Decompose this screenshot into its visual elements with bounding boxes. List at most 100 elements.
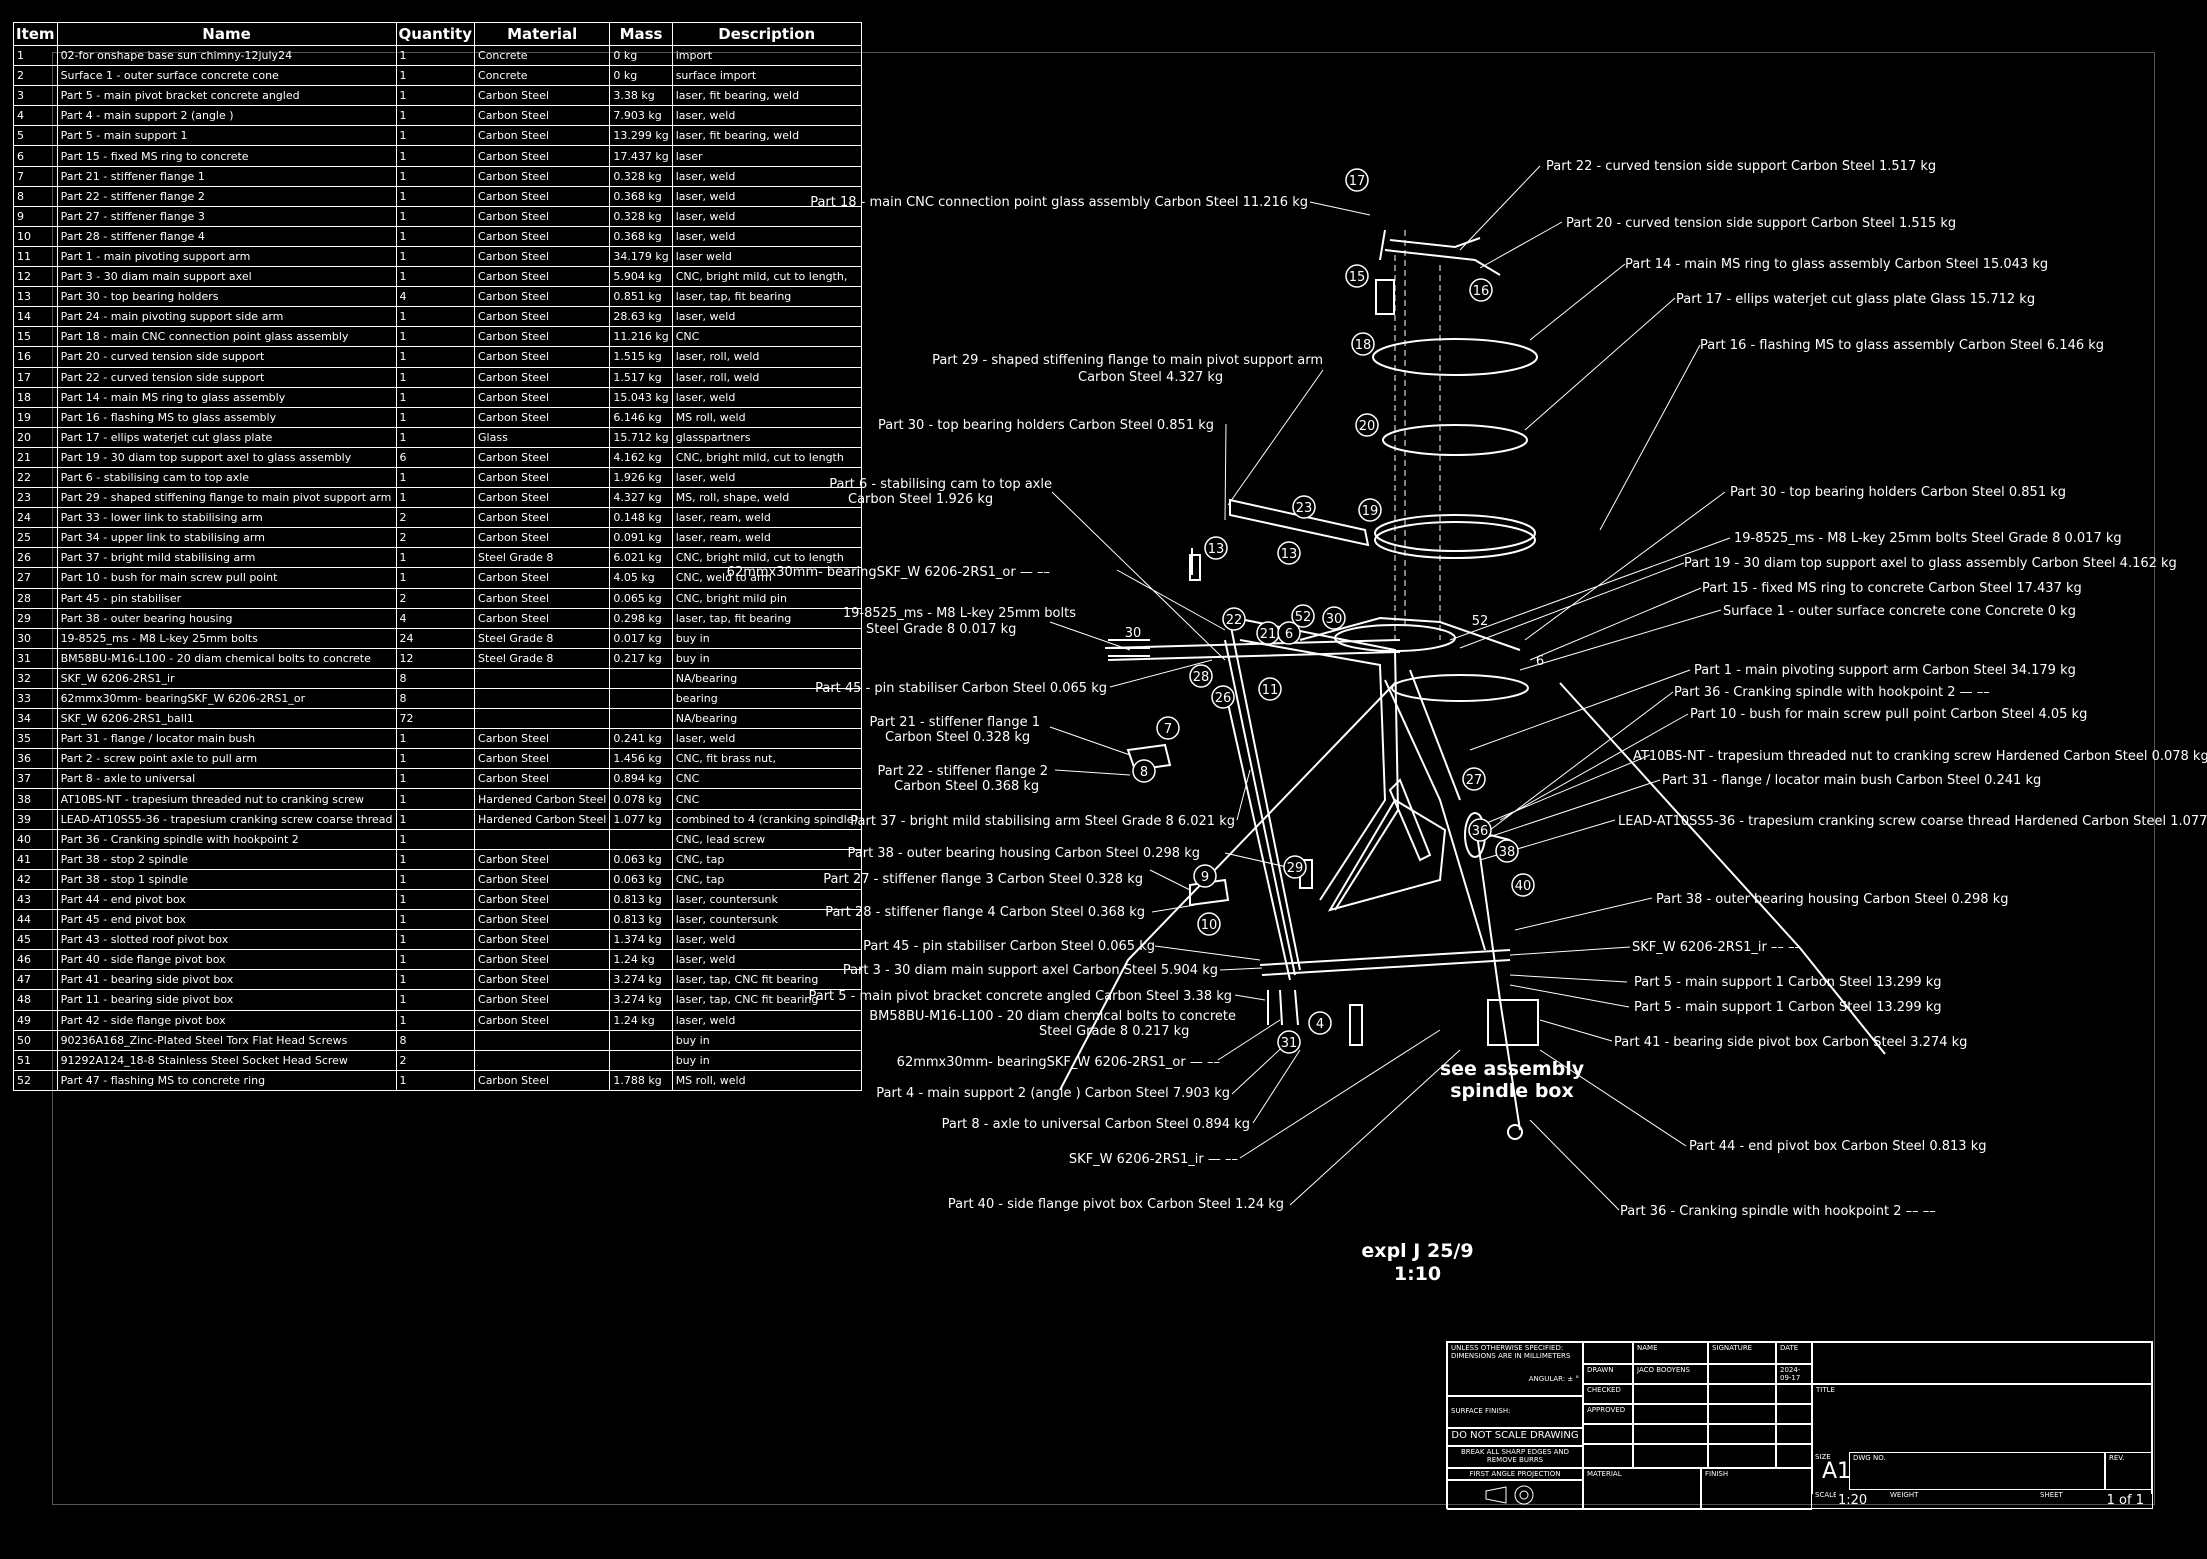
- callout-label-right: Part 36 - Cranking spindle with hookpoin…: [1620, 1204, 1936, 1219]
- callout-label-right: Part 10 - bush for main screw pull point…: [1690, 707, 2087, 722]
- bom-cell: 0.813 kg: [609, 909, 673, 931]
- balloon-number: 28: [1193, 670, 1210, 685]
- tb-checked-name: [1633, 1384, 1708, 1404]
- tb-grid-c: [1708, 1424, 1776, 1444]
- callout-label-right: Part 1 - main pivoting support arm Carbo…: [1694, 663, 2076, 678]
- tb-material: MATERIAL: [1583, 1468, 1701, 1510]
- tb-grid-b: [1633, 1424, 1708, 1444]
- bom-cell: CNC: [671, 788, 862, 810]
- callout-label-left: Part 28 - stiffener flange 4 Carbon Stee…: [825, 905, 1145, 920]
- bom-cell: 1: [395, 1069, 476, 1091]
- item-balloon: 40: [1511, 873, 1535, 897]
- bom-cell: Part 24 - main pivoting support side arm: [56, 306, 397, 328]
- bom-cell: laser, tap, fit bearing: [671, 286, 862, 308]
- balloon-number: 6: [1536, 654, 1544, 669]
- callout-label-right: Part 19 - 30 diam top support axel to gl…: [1684, 556, 2177, 571]
- glass-ring-18: [1372, 338, 1538, 376]
- callout-label-right: Part 17 - ellips waterjet cut glass plat…: [1676, 292, 2035, 307]
- balloon-circle: [1283, 855, 1307, 879]
- callout-label-left: 62mmx30mm- bearingSKF_W 6206-2RS1_or — –…: [727, 565, 1050, 580]
- bom-cell: Carbon Steel: [474, 909, 611, 931]
- balloon-number: 36: [1472, 824, 1489, 839]
- bom-cell: 15: [13, 326, 58, 348]
- item-balloon: 18: [1351, 332, 1375, 356]
- main-support-axel-3: [1259, 949, 1511, 976]
- tb-drawn: DRAWN: [1583, 1364, 1633, 1384]
- bom-cell: Part 21 - stiffener flange 1: [56, 165, 397, 187]
- balloon-number: 10: [1201, 918, 1218, 933]
- bom-cell: 36: [13, 748, 58, 770]
- balloon-number: 19: [1362, 504, 1379, 519]
- axis-lines: [1394, 230, 1441, 640]
- tb-drawn-sig: [1708, 1364, 1776, 1384]
- bom-cell: laser, weld: [671, 225, 862, 247]
- tb-finish: FINISH: [1701, 1468, 1812, 1510]
- glass-ring-19: [1374, 514, 1536, 552]
- callout-label-left: Part 18 - main CNC connection point glas…: [810, 195, 1308, 210]
- bom-cell: laser, tap, CNC fit bearing: [671, 969, 862, 991]
- leader-lines-left: [1049, 201, 1461, 1206]
- bom-cell: Part 18 - main CNC connection point glas…: [56, 326, 397, 348]
- bom-cell: 1.24 kg: [609, 949, 673, 971]
- item-balloon: 26: [1211, 685, 1235, 709]
- tb-projection-symbol: [1447, 1480, 1583, 1510]
- tb-approved-sig: [1708, 1404, 1776, 1424]
- callout-label-right: Part 5 - main support 1 Carbon Steel 13.…: [1634, 1000, 1942, 1015]
- bom-cell: Carbon Steel: [474, 85, 611, 107]
- bom-cell: Carbon Steel: [474, 487, 611, 509]
- tb-date-hdr: DATE: [1776, 1342, 1812, 1364]
- callout-label-left: Steel Grade 8 0.217 kg: [1039, 1024, 1189, 1039]
- item-balloon: 36: [1468, 818, 1492, 842]
- callout-label-left: Part 21 - stiffener flange 1: [870, 715, 1041, 730]
- balloon-circle: [1156, 716, 1180, 740]
- callout-label-right: Part 15 - fixed MS ring to concrete Carb…: [1702, 581, 2082, 596]
- tb-size: A1: [1822, 1459, 1849, 1484]
- bom-cell: 0.063 kg: [609, 868, 673, 890]
- bom-cell: 3.274 kg: [609, 989, 673, 1011]
- bom-cell: Carbon Steel: [474, 1009, 611, 1031]
- bom-cell: 0.813 kg: [609, 888, 673, 911]
- balloon-number: 52: [1295, 610, 1312, 625]
- bom-cell: Carbon Steel: [474, 185, 611, 207]
- bom-cell: Part 34 - upper link to stabilising arm: [56, 527, 397, 549]
- bom-cell: 14: [13, 306, 58, 328]
- tb-grid-e: [1583, 1444, 1633, 1468]
- balloon-number: 16: [1473, 284, 1490, 299]
- bom-cell: laser, weld: [671, 929, 862, 951]
- callout-label-left: Part 22 - stiffener flange 2: [878, 764, 1049, 779]
- bom-cell: Part 36 - Cranking spindle with hookpoin…: [56, 828, 397, 850]
- balloon-number: 52: [1472, 614, 1489, 629]
- tb-size-lbl: SIZE: [1815, 1453, 1831, 1461]
- tb-grid-f: [1633, 1444, 1708, 1468]
- balloon-circle: [1308, 1011, 1332, 1035]
- bom-header-cell: Quantity: [395, 22, 476, 46]
- glass-ring-19b: [1374, 521, 1536, 559]
- bom-cell: 25: [13, 527, 58, 549]
- balloon-number: 7: [1164, 722, 1172, 737]
- bom-cell: 26: [13, 547, 58, 569]
- bolts-30: [1108, 639, 1150, 657]
- bom-cell: 24: [395, 627, 476, 649]
- item-balloon: 30: [1322, 606, 1346, 630]
- item-balloon: 9: [1193, 864, 1217, 888]
- balloon-circle: [1345, 168, 1369, 192]
- callout-label-left: Part 38 - outer bearing housing Carbon S…: [848, 846, 1200, 861]
- bom-cell: Part 15 - fixed MS ring to concrete: [56, 145, 397, 167]
- bom-cell: Part 2 - screw point axle to pull arm: [56, 748, 397, 770]
- balloon-circle: [1197, 912, 1221, 936]
- bom-cell: laser, weld: [671, 949, 862, 971]
- leader-lines-right: [1449, 165, 1731, 1211]
- callout-label-right: Part 22 - curved tension side support Ca…: [1546, 159, 1936, 174]
- item-balloon: 29: [1283, 855, 1307, 879]
